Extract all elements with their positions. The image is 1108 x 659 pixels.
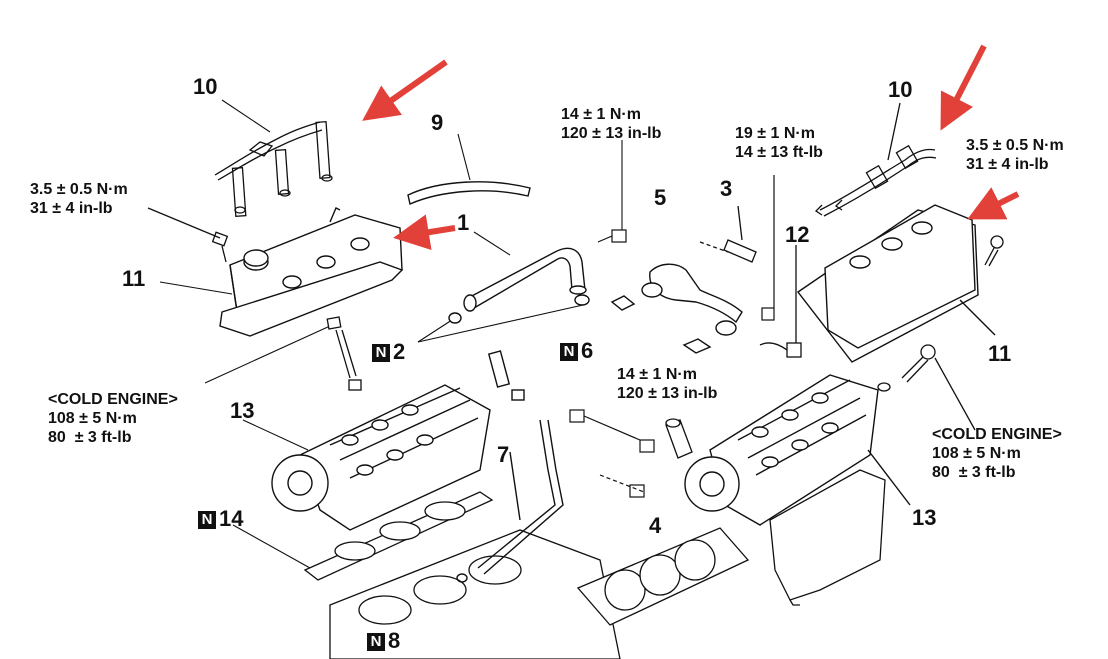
spark-plug-cable-left bbox=[214, 121, 333, 217]
connector bbox=[759, 245, 802, 358]
callout-12: 12 bbox=[785, 222, 810, 247]
callout-10-right: 10 bbox=[888, 77, 913, 102]
callout-7: 7 bbox=[497, 442, 510, 467]
new-part-badge: N bbox=[198, 511, 216, 529]
fitting-bolt bbox=[761, 175, 775, 321]
water-pipe bbox=[448, 247, 590, 324]
pipe-bolt bbox=[597, 229, 627, 243]
new-part-badge: N bbox=[367, 633, 385, 651]
cover-bolt-right bbox=[984, 235, 1004, 267]
arrow-left-cable bbox=[362, 59, 448, 121]
water-bypass-pipe bbox=[456, 350, 564, 583]
water-outlet-fitting bbox=[610, 263, 743, 354]
cylinder-head-right bbox=[684, 374, 911, 526]
callout-13-right: 13 bbox=[912, 505, 937, 530]
callout-10-left: 10 bbox=[193, 74, 218, 99]
new-part-badge: N bbox=[560, 343, 578, 361]
callout-9: 9 bbox=[431, 110, 444, 135]
annotation-arrows bbox=[362, 44, 1020, 250]
thermo-sensor bbox=[699, 205, 757, 263]
callout-4: 4 bbox=[649, 513, 662, 538]
head-gasket-left bbox=[303, 491, 494, 581]
callout-11-left: 11 bbox=[122, 266, 146, 291]
head-bolt-left bbox=[326, 316, 362, 391]
bracket-bolts bbox=[569, 409, 655, 498]
spark-plug-cable-right bbox=[814, 102, 937, 217]
callout-13-left: 13 bbox=[230, 398, 255, 423]
sleeve bbox=[665, 418, 693, 459]
head-gasket-right bbox=[576, 527, 750, 626]
breather-hose bbox=[407, 181, 531, 205]
rocker-cover-right bbox=[796, 204, 996, 363]
head-bolt-right bbox=[877, 344, 976, 431]
callout-3: 3 bbox=[720, 176, 733, 201]
engine-block bbox=[329, 529, 621, 659]
rocker-cover-left bbox=[219, 207, 404, 337]
callout-11-right: 11 bbox=[988, 341, 1012, 366]
arrow-right-cover bbox=[967, 187, 1020, 220]
arrow-right-cable bbox=[940, 44, 987, 131]
leader-lines-left bbox=[159, 99, 623, 569]
exhaust-manifold bbox=[769, 469, 886, 606]
arrow-left-cover bbox=[393, 214, 456, 250]
cover-bolt-left bbox=[147, 207, 229, 263]
new-part-badge: N bbox=[372, 344, 390, 362]
callout-5: 5 bbox=[654, 185, 667, 210]
callout-1: 1 bbox=[457, 210, 470, 235]
cylinder-head-left bbox=[271, 384, 491, 531]
